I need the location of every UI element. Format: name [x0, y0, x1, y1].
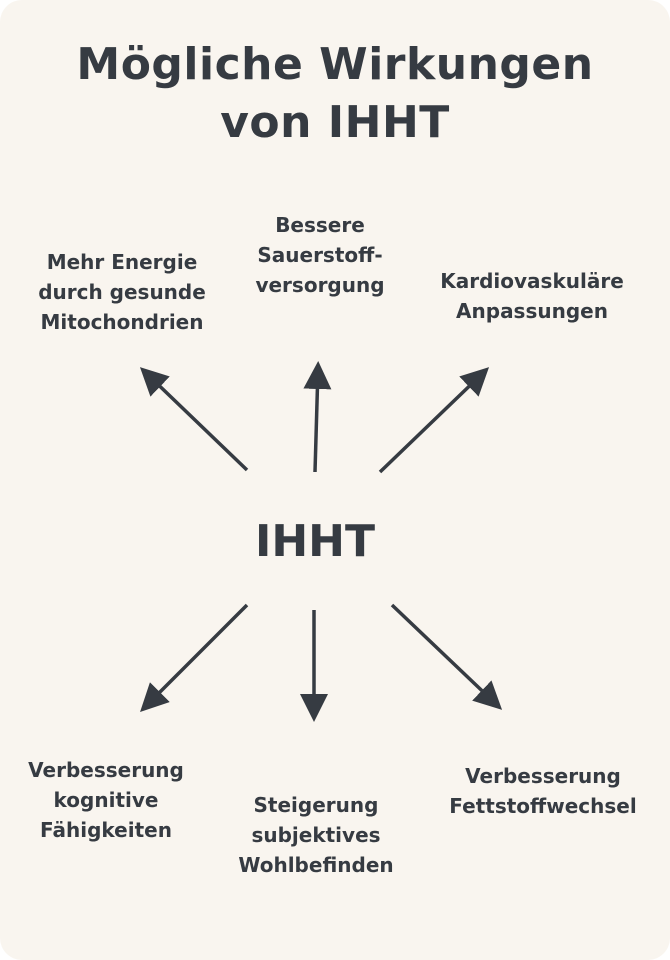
label-line: versorgung: [255, 273, 385, 297]
effect-energy: Mehr Energie durch gesunde Mitochondrien: [38, 247, 206, 337]
arrow-cognitive: [140, 603, 249, 712]
effect-fat: Verbesserung Fettstoffwechsel: [449, 761, 636, 821]
label-line: Steigerung: [253, 793, 379, 817]
label-line: Verbesserung: [28, 758, 184, 782]
arrow-fat: [390, 603, 503, 710]
effect-oxygen: Bessere Sauerstoff- versorgung: [255, 210, 384, 300]
center-node: IHHT: [254, 516, 376, 567]
title-line: von IHHT: [220, 97, 450, 148]
diagram-title: Mögliche Wirkungen von IHHT: [0, 36, 670, 152]
effect-cognitive: Verbesserung kognitive Fähigkeiten: [28, 755, 184, 845]
arrow-cardio: [378, 367, 490, 474]
label-line: Wohlbefinden: [238, 853, 394, 877]
label-line: Fettstoffwechsel: [449, 794, 637, 818]
label-line: Bessere: [275, 213, 365, 237]
label-line: durch gesunde: [38, 280, 206, 304]
label-line: Kardiovaskuläre: [440, 269, 624, 293]
label-line: Sauerstoff-: [257, 243, 383, 267]
arrow-oxygen: [303, 361, 332, 473]
label-line: kognitive: [53, 788, 159, 812]
label-line: Fähigkeiten: [40, 818, 172, 842]
label-line: Mehr Energie: [46, 250, 198, 274]
label-line: Verbesserung: [465, 764, 621, 788]
label-line: Mitochondrien: [40, 310, 204, 334]
label-line: Anpassungen: [456, 299, 608, 323]
effect-wellbeing: Steigerung subjektives Wohlbefinden: [238, 790, 393, 880]
title-line: Mögliche Wirkungen: [76, 39, 594, 90]
arrow-energy: [139, 367, 249, 472]
label-line: subjektives: [251, 823, 381, 847]
effect-cardio: Kardiovaskuläre Anpassungen: [440, 266, 624, 326]
